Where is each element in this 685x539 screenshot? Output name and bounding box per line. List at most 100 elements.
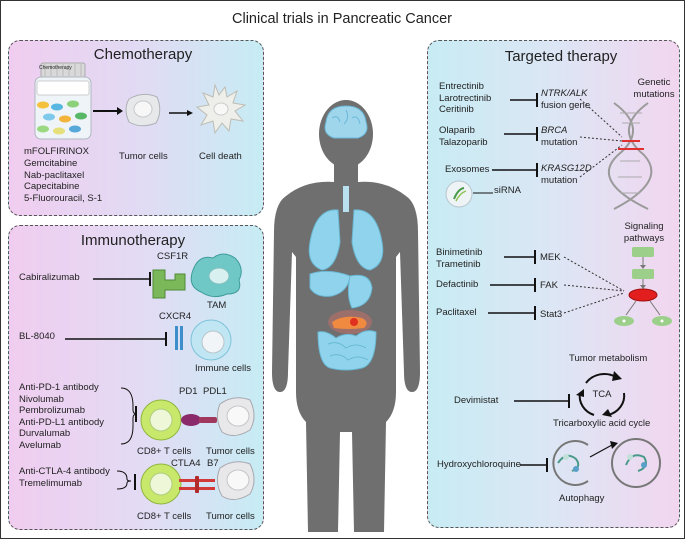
- paclitaxel-label: Paclitaxel: [436, 307, 477, 318]
- cabiralizumab-label: Cabiralizumab: [19, 272, 80, 283]
- genetic-title-line: Genetic: [637, 77, 671, 88]
- kras-target-gene: KRASG12D: [541, 163, 592, 174]
- sirna-label: siRNA: [494, 185, 521, 196]
- figure-title: Clinical trials in Pancreatic Cancer: [232, 11, 452, 27]
- tcell-icon: [140, 463, 182, 505]
- defactinib-label: Defactinib: [436, 279, 479, 290]
- ctla4-tumor-label: Tumor cells: [206, 511, 255, 522]
- ntrk-target-type: fusion gene: [541, 99, 591, 111]
- immune-cells-label: Immune cells: [195, 363, 251, 374]
- pd1-drug: Pembrolizumab: [19, 405, 85, 417]
- inhibitor-line-tca: [514, 394, 570, 408]
- stat3-label: Stat3: [540, 309, 563, 320]
- hydroxychloroquine-label: Hydroxychloroquine: [437, 459, 521, 470]
- chemotherapy-heading: Chemotherapy: [93, 46, 193, 63]
- exosomes-label: Exosomes: [445, 164, 490, 175]
- tumor-cell-icon: [125, 93, 161, 127]
- immunotherapy-panel: Immunotherapy Cabiralizumab CSF1R TAM BL…: [8, 225, 264, 530]
- immunotherapy-heading: Immunotherapy: [80, 232, 186, 249]
- brca-target: BRCA mutation: [541, 125, 577, 148]
- cxcr4-label: CXCR4: [159, 311, 192, 322]
- inhibitor-line-fak: [490, 278, 536, 292]
- inhibitor-tick-pd1: [135, 406, 137, 422]
- pd1-drug: Durvalumab: [19, 428, 71, 440]
- ctla4-drug-list: Anti-CTLA-4 antibody Tremelimumab: [19, 466, 110, 489]
- brca-target-type: mutation: [541, 136, 578, 148]
- tumor-cell-icon: [216, 397, 255, 436]
- chemotherapy-panel: Chemotherapy Chemotherapy mFOLFIRIN: [8, 40, 264, 216]
- tca-caption: Tricarboxylic acid cycle: [553, 418, 651, 429]
- signaling-node-icon: [614, 247, 672, 326]
- ctla4-tcell-label: CD8+ T cells: [137, 511, 192, 522]
- chemo-drug: mFOLFIRINOX: [24, 146, 89, 157]
- immune-cell-icon: [190, 319, 232, 361]
- cell-death-label: Cell death: [199, 151, 242, 162]
- csf1r-receptor-icon: [152, 269, 186, 299]
- cxcr4-receptor-icon: [175, 326, 183, 350]
- pd1-drug-list: Anti-PD-1 antibody Nivolumab Pembrolizum…: [19, 382, 104, 452]
- brca-drug-list: Olaparib Talazoparib: [439, 125, 488, 148]
- chemo-drug: Gemcitabine: [24, 157, 78, 169]
- pd1-tcell-label: CD8+ T cells: [137, 446, 192, 457]
- mek-drug: Trametinib: [436, 258, 481, 270]
- kras-target: KRASG12D mutation: [541, 163, 592, 186]
- dead-cell-icon: [195, 83, 247, 135]
- exosome-icon: [445, 180, 473, 208]
- genetic-title: Genetic mutations: [633, 77, 674, 100]
- ctla4-label: CTLA4: [171, 458, 201, 469]
- targeted-heading: Targeted therapy: [504, 48, 618, 65]
- inhibitor-line-cxcr4: [65, 332, 167, 346]
- mek-drug-list: Binimetinib Trametinib: [436, 247, 482, 270]
- brca-drug: Olaparib: [439, 125, 475, 136]
- fak-label: FAK: [540, 280, 558, 291]
- mek-label: MEK: [540, 252, 561, 263]
- chemo-drug: Capecitabine: [24, 181, 80, 193]
- mek-drug: Binimetinib: [436, 247, 483, 258]
- ntrk-drug-list: Entrectinib Larotrectinib Ceritinib: [439, 81, 491, 116]
- dashed-connectors-genetic: [579, 98, 623, 178]
- arrow-tumor-to-death: [169, 110, 193, 116]
- autophagosome-icon: [552, 438, 661, 488]
- ntrk-drug: Entrectinib: [439, 81, 484, 92]
- devimistat-label: Devimistat: [454, 395, 499, 406]
- signaling-title: Signaling pathways: [624, 221, 664, 244]
- genetic-title-line: mutations: [633, 88, 675, 100]
- bottle-label: Chemotherapy: [39, 65, 72, 71]
- signaling-title-line: Signaling: [624, 221, 664, 232]
- autophagy-caption: Autophagy: [559, 493, 605, 504]
- pill-bottle-icon: [34, 62, 92, 140]
- inhibitor-line-autophagy: [520, 458, 548, 472]
- targeted-therapy-panel: Targeted therapy Genetic mutations Entre…: [427, 40, 680, 528]
- pd1-label: PD1: [179, 386, 198, 397]
- sirna-pointer: [473, 192, 493, 194]
- brca-target-gene: BRCA: [541, 125, 568, 136]
- pd1-pdl1-bond-icon: [181, 414, 217, 426]
- tumor-cell-icon: [216, 461, 255, 500]
- signaling-title-line: pathways: [623, 232, 665, 244]
- inhibitor-tick-ctla4: [134, 474, 136, 490]
- pd1-drug: Avelumab: [19, 439, 62, 451]
- dna-helix-icon: [607, 102, 653, 210]
- inhibitor-line-stat3: [488, 306, 536, 320]
- pdl1-label: PDL1: [203, 386, 227, 397]
- pd1-drug: Nivolumab: [19, 393, 64, 405]
- tam-label: TAM: [207, 300, 227, 311]
- pd1-drug: Anti-PD-1 antibody: [19, 382, 99, 393]
- csf1r-label: CSF1R: [157, 251, 189, 262]
- ctla4-drug: Tremelimumab: [19, 477, 82, 489]
- inhibitor-line-kras: [492, 163, 538, 177]
- ntrk-target: NTRK/ALK fusion gene: [541, 88, 590, 111]
- inhibitor-line-ntrk: [510, 93, 538, 107]
- chemo-drug: 5-Fluorouracil, S-1: [24, 193, 103, 205]
- tumor-cells-label: Tumor cells: [119, 151, 168, 162]
- chemo-drug: Nab-paclitaxel: [24, 169, 85, 181]
- metabolism-title: Tumor metabolism: [569, 353, 648, 364]
- tca-label: TCA: [592, 389, 612, 400]
- inhibitor-line-mek: [504, 250, 536, 264]
- bl8040-label: BL-8040: [19, 331, 55, 342]
- brca-drug: Talazoparib: [439, 136, 488, 148]
- pd1-drug: Anti-PD-L1 antibody: [19, 416, 105, 428]
- ntrk-drug: Ceritinib: [439, 104, 474, 116]
- arrow-bottle-to-tumor: [93, 107, 123, 115]
- tca-cycle-icon: [576, 371, 626, 417]
